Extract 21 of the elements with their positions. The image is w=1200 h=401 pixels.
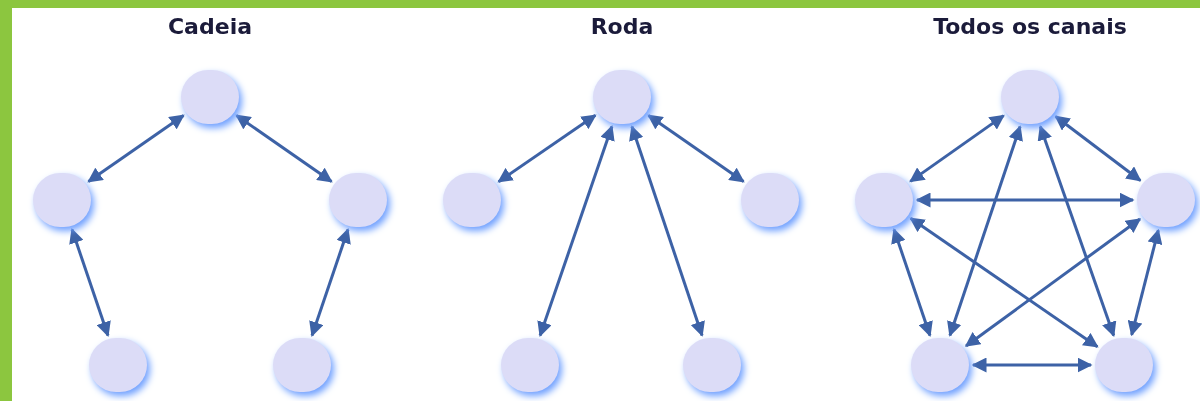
panel-title: Roda: [590, 13, 654, 41]
double-arrow: [971, 357, 1093, 373]
double-arrow: [891, 228, 933, 337]
double-arrow: [909, 217, 1099, 348]
double-arrow: [1054, 115, 1142, 182]
panel-title: Cadeia: [168, 13, 252, 41]
double-arrow: [964, 217, 1142, 348]
double-arrow: [1037, 125, 1117, 337]
double-arrow: [915, 192, 1135, 208]
double-arrow: [497, 114, 597, 183]
panel-title: Todos os canais: [933, 13, 1127, 41]
double-arrow: [87, 114, 185, 183]
double-arrow: [235, 114, 333, 183]
double-arrow: [69, 228, 111, 337]
double-arrow: [309, 228, 351, 337]
double-arrow: [537, 125, 615, 337]
double-arrow: [647, 114, 745, 183]
double-arrow: [629, 125, 705, 337]
double-arrow: [1127, 228, 1163, 337]
double-arrow: [947, 125, 1023, 337]
double-arrow: [909, 114, 1005, 183]
